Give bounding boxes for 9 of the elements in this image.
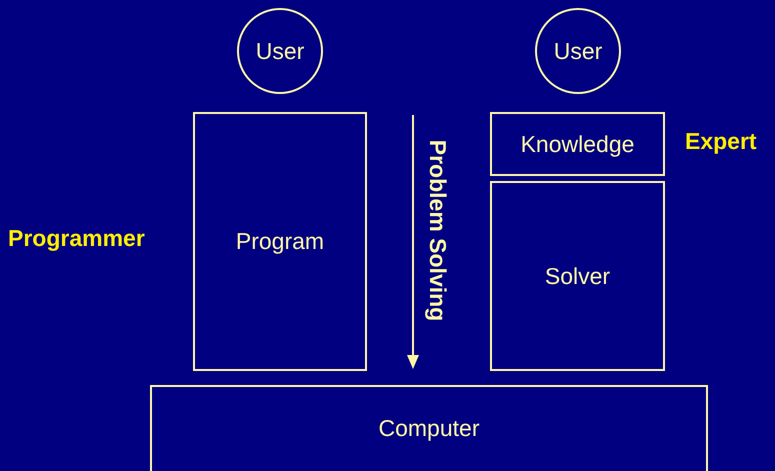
user-circle: User: [535, 8, 621, 94]
process-box: Solver: [490, 181, 665, 371]
role-label: Expert: [685, 128, 757, 155]
user-circle: User: [237, 8, 323, 94]
process-box: Program: [193, 112, 367, 371]
process-box: Knowledge: [490, 112, 665, 176]
process-box: Computer: [150, 385, 708, 471]
arrow-label: Problem Solving: [424, 139, 451, 321]
role-label: Programmer: [8, 225, 145, 252]
